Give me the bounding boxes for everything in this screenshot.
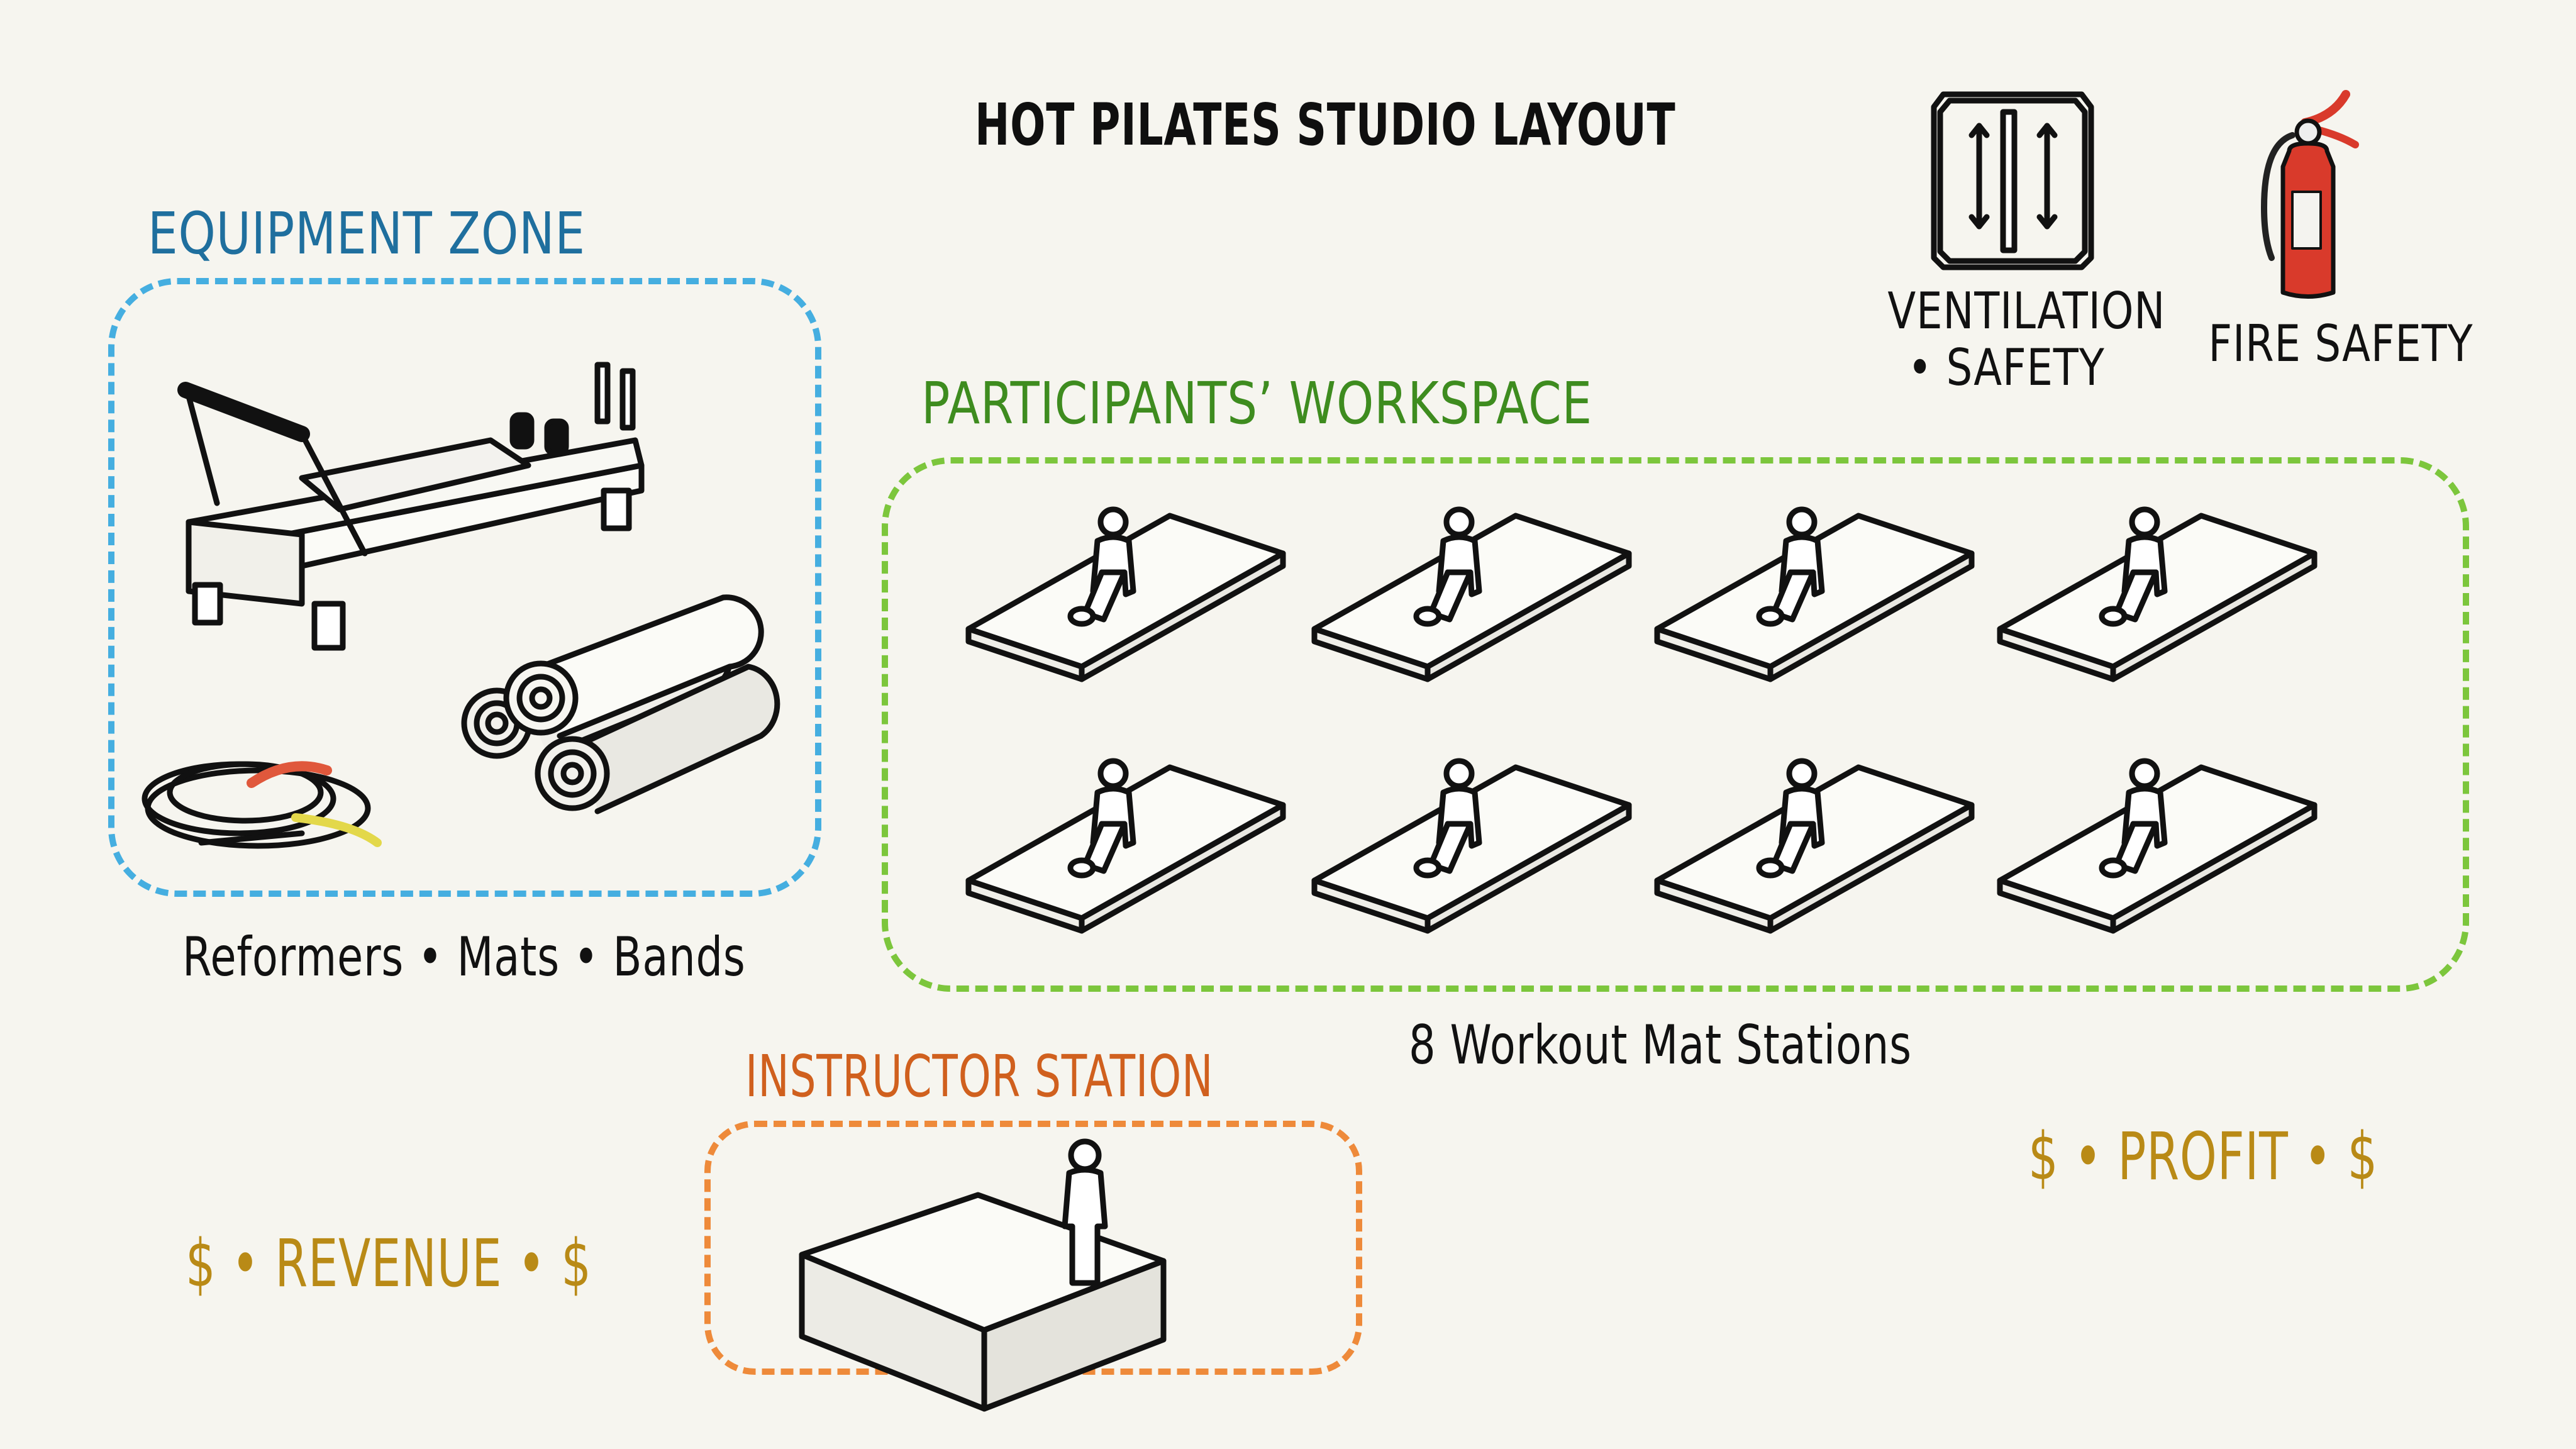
equipment-zone-label: EQUIPMENT ZONE: [148, 200, 586, 267]
ventilation-safety-label: VENTILATION • SAFETY: [1887, 282, 2166, 397]
revenue-label: $ • REVENUE • $: [186, 1225, 592, 1302]
participants-zone-label: PARTICIPANTS’ WORKSPACE: [921, 370, 1592, 437]
equipment-caption: Reformers • Mats • Bands: [182, 926, 746, 989]
page-title: HOT PILATES STUDIO LAYOUT: [975, 91, 1676, 158]
fire-safety-label: FIRE SAFETY: [2208, 314, 2473, 373]
participants-zone: [882, 457, 2469, 992]
participants-caption: 8 Workout Mat Stations: [1409, 1014, 1912, 1077]
ventilation-label-line1: VENTILATION: [1887, 282, 2166, 340]
instructor-zone-label: INSTRUCTOR STATION: [745, 1043, 1214, 1110]
ventilation-label-line2: • SAFETY: [1907, 338, 2105, 397]
instructor-zone: [704, 1121, 1362, 1375]
equipment-zone: [108, 278, 821, 897]
profit-label: $ • PROFIT • $: [2028, 1118, 2378, 1195]
